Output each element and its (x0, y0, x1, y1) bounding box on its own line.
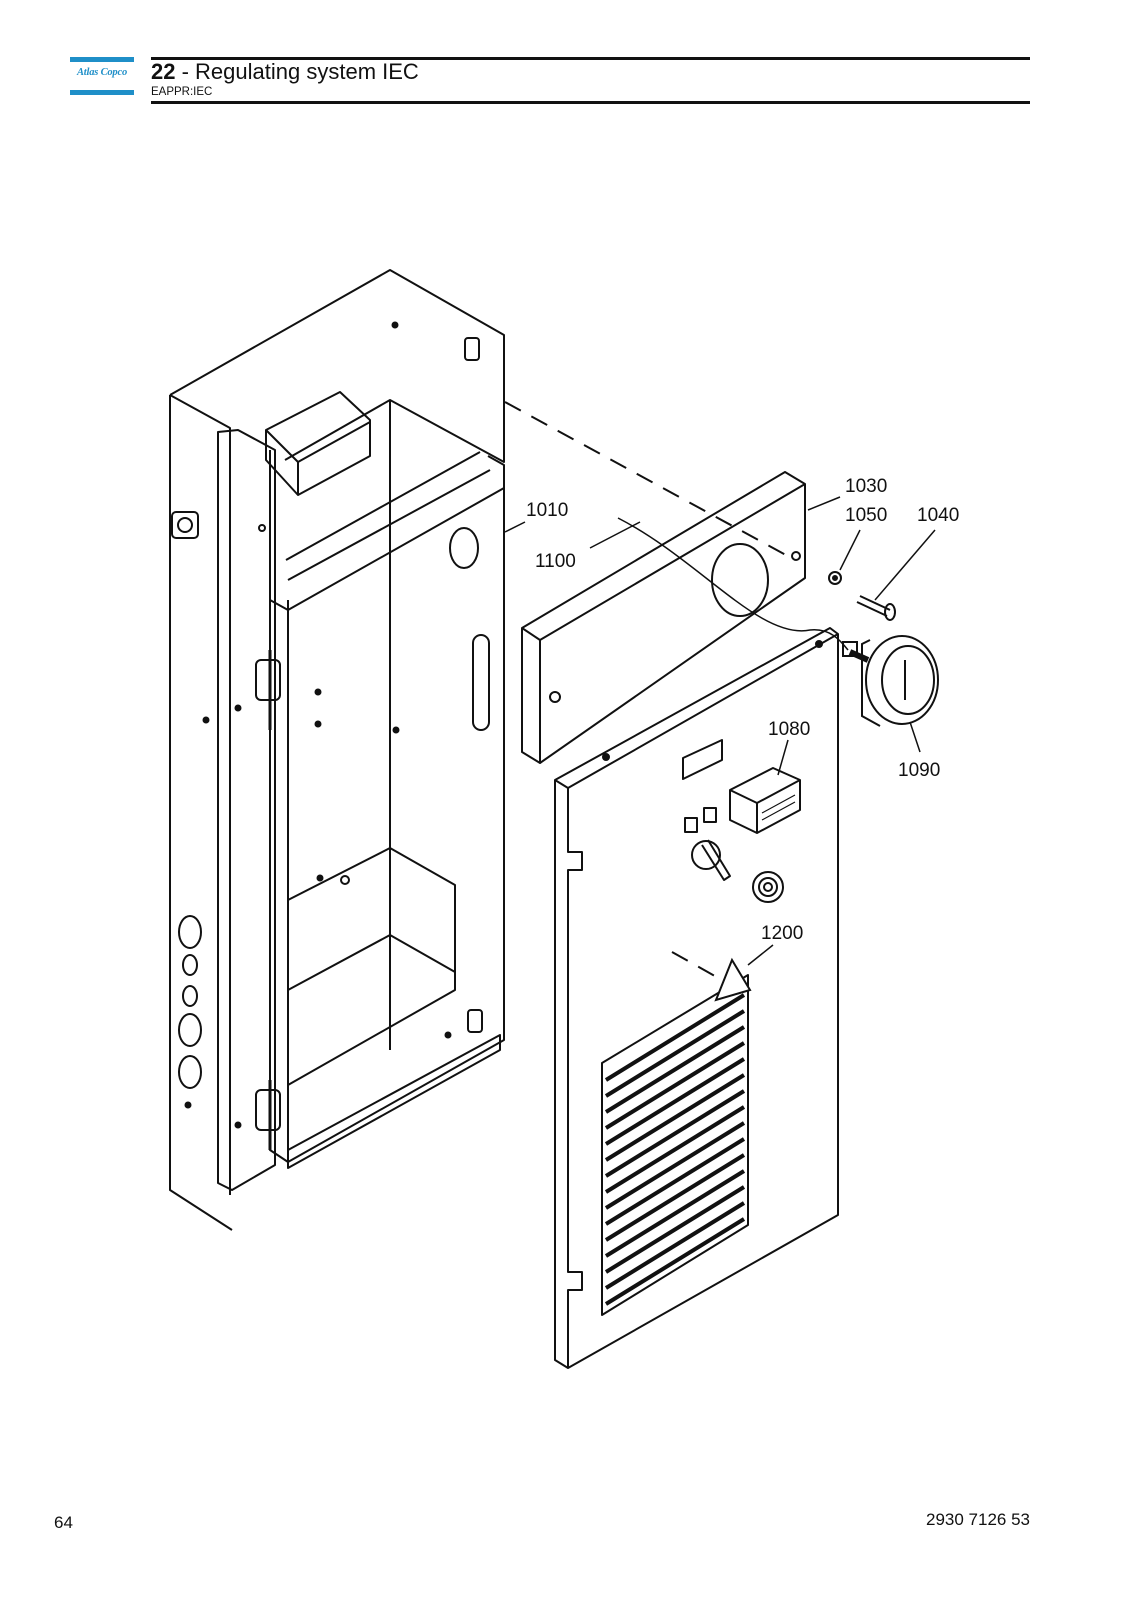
warning-decal (714, 957, 752, 1002)
document-number: 2930 7126 53 (926, 1510, 1030, 1529)
callout-1050: 1050 (845, 505, 887, 526)
callout-1010: 1010 (526, 500, 568, 521)
ventilation-grille (604, 993, 746, 1306)
section-name: Regulating system IEC (195, 59, 419, 84)
section-number: 22 (151, 59, 176, 84)
page-number: 64 (54, 1513, 73, 1532)
callout-1040: 1040 (917, 505, 959, 526)
callout-labels: 1010 1100 1030 1050 1040 1080 1090 1200 (526, 476, 959, 944)
assembly-dash-lines (504, 401, 796, 981)
fasteners (828, 571, 896, 621)
callout-1100: 1100 (535, 551, 576, 572)
logo-stripe-top (70, 57, 134, 62)
callout-1080: 1080 (768, 719, 810, 740)
gauge-tube (617, 517, 849, 651)
section-separator: - (175, 59, 196, 84)
callout-1030: 1030 (845, 476, 887, 497)
atlas-copco-logo: Atlas Copco (70, 57, 134, 97)
section-title: 22 - Regulating system IEC (151, 59, 419, 85)
section-code: EAPPR:IEC (151, 86, 213, 98)
header-rule-bottom (151, 101, 1030, 104)
logo-stripe-bottom (70, 90, 134, 95)
front-door-panel (554, 627, 839, 1369)
callout-leaders (504, 496, 936, 966)
callout-1200: 1200 (761, 923, 803, 944)
cabinet-box (169, 269, 505, 1231)
header-rule-top (151, 57, 1030, 60)
top-cover-panel (521, 471, 806, 764)
pressure-gauge (842, 635, 939, 727)
callout-1090: 1090 (898, 760, 940, 781)
logo-wordmark: Atlas Copco (76, 67, 127, 78)
